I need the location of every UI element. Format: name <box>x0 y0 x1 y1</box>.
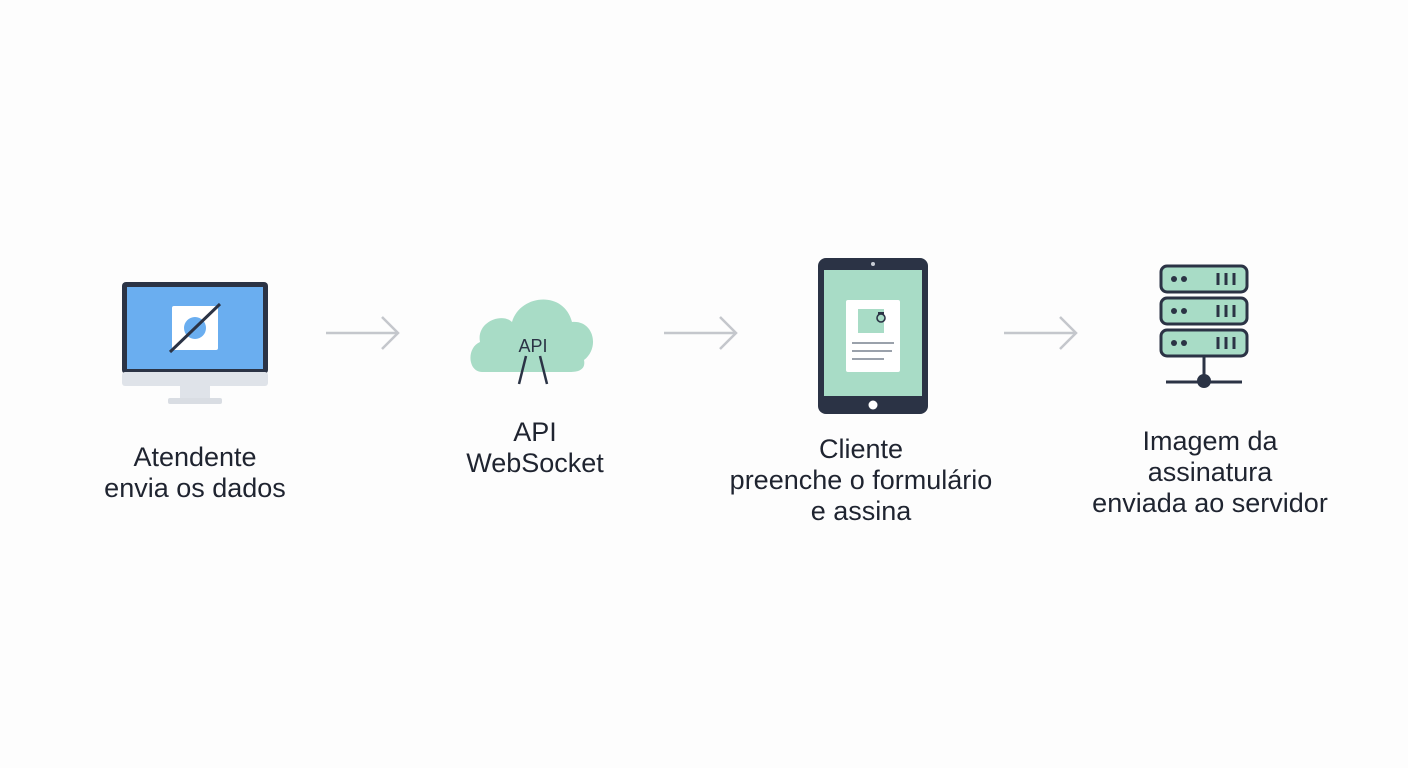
tablet-form-icon <box>816 256 930 416</box>
arrow-right-icon <box>662 314 740 352</box>
step-2-line-1: API <box>513 417 557 447</box>
step-1-line-1: Atendente <box>133 442 257 472</box>
cloud-api-icon-label: API <box>518 336 547 356</box>
step-4-line-3: enviada ao servidor <box>1092 488 1328 518</box>
step-2-line-2: WebSocket <box>466 448 604 478</box>
step-3-line-2: preenche o formulário <box>729 465 993 495</box>
step-4-line-1: Imagem da <box>1142 426 1278 456</box>
step-3-caption: Cliente preenche o formulário e assina <box>700 434 1022 527</box>
step-4-caption: Imagem da assinatura enviada ao servidor <box>1070 426 1350 519</box>
step-1-line-2: envia os dados <box>104 473 286 503</box>
cloud-api-icon: API <box>466 288 598 388</box>
desktop-monitor-icon <box>120 280 270 410</box>
step-3-line-1: Cliente <box>818 434 904 464</box>
step-2-caption: API WebSocket <box>420 417 650 479</box>
step-3-line-3: e assina <box>810 496 912 526</box>
server-rack-icon <box>1158 264 1250 390</box>
step-4-line-2: assinatura <box>1147 457 1273 487</box>
arrow-right-icon <box>324 314 402 352</box>
step-1-caption: Atendente envia os dados <box>60 442 330 504</box>
arrow-right-icon <box>1002 314 1080 352</box>
